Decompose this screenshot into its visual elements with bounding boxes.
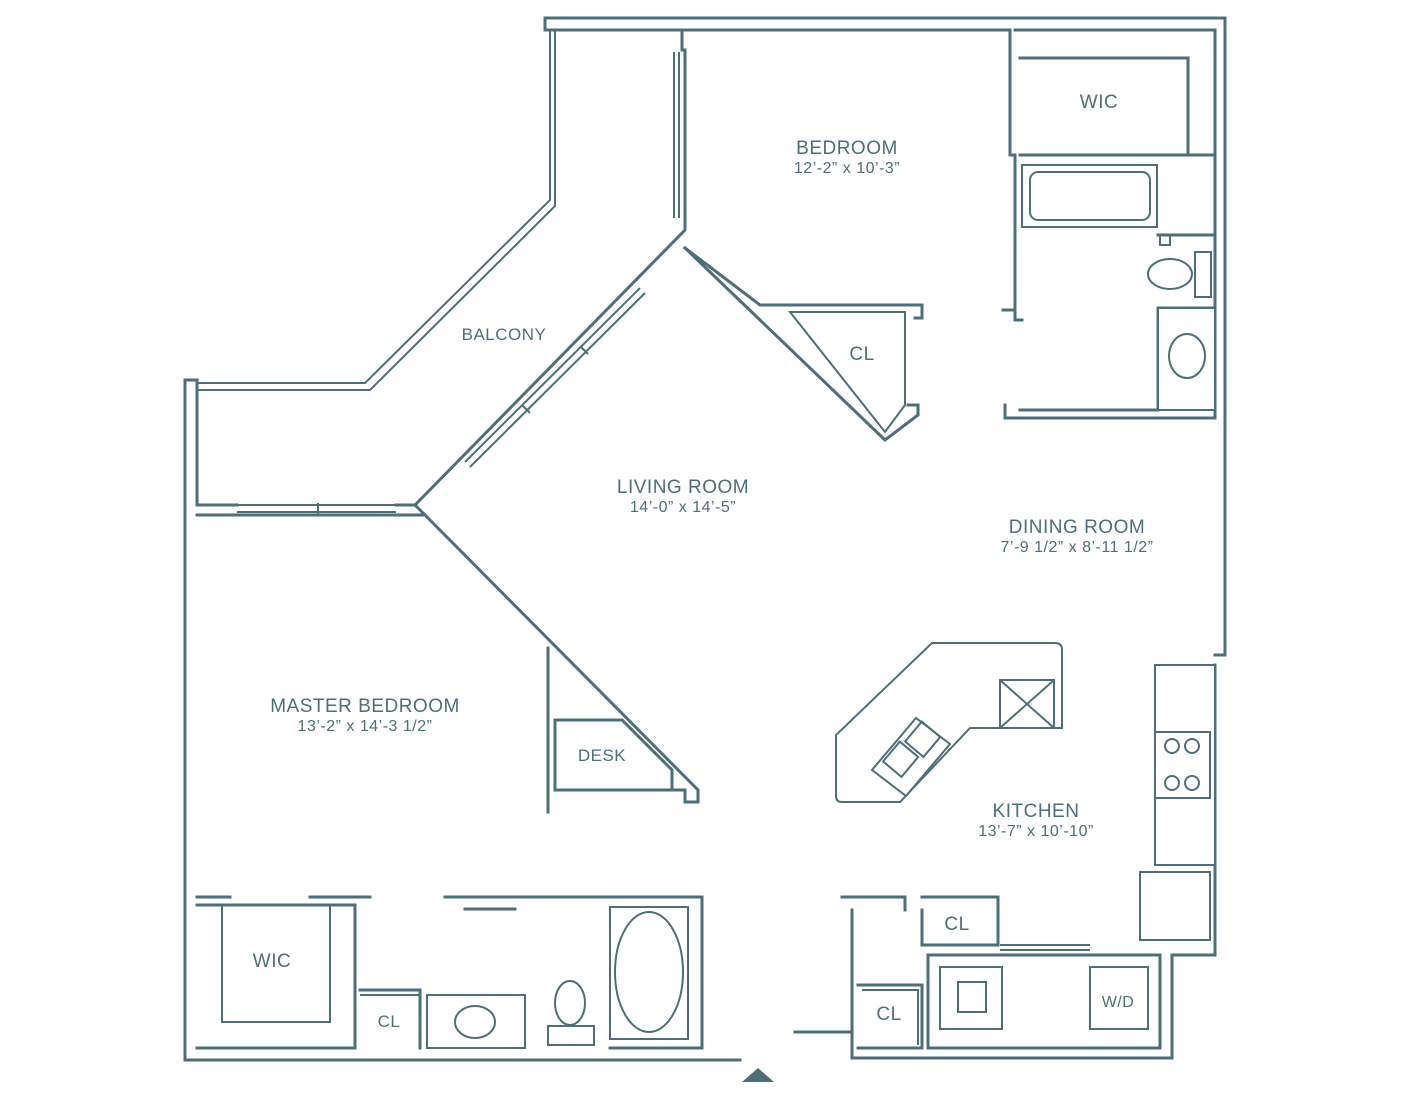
- master-bathtub-icon: [609, 906, 689, 1040]
- living-room-name: LIVING ROOM: [616, 477, 750, 498]
- bedroom-name: BEDROOM: [796, 138, 898, 159]
- wic-bedroom-label: WIC: [1080, 92, 1118, 114]
- kitchen-name: KITCHEN: [992, 801, 1080, 822]
- kitchen-label: KITCHEN 13’-7” x 10’-10”: [978, 801, 1094, 841]
- balcony: [195, 30, 687, 514]
- cl-laundry-text: CL: [876, 1004, 902, 1025]
- cl-master-bath-label: CL: [378, 1011, 401, 1033]
- master-toilet-tank-icon: [547, 1025, 595, 1046]
- bedroom-label: BEDROOM 12’-2” x 10’-3”: [794, 138, 900, 178]
- living-room-label: LIVING ROOM 14’-0” x 14’-5”: [617, 477, 749, 517]
- wd-label: W/D: [1102, 992, 1135, 1014]
- double-sink-icon: [870, 716, 952, 798]
- master-toilet-icon: [554, 980, 586, 1026]
- washer-icon: [939, 966, 1003, 1030]
- closets: [221, 56, 1190, 1045]
- cooktop-marker-icon: [999, 679, 1055, 729]
- exterior-walls: [183, 16, 1227, 1062]
- balcony-label: BALCONY: [462, 324, 547, 346]
- kitchen-island: [835, 642, 1063, 803]
- master-bedroom-label: MASTER BEDROOM 13’-2” x 14’-3 1/2”: [270, 696, 460, 736]
- sink-icon: [1168, 333, 1206, 379]
- cl-hall-text: CL: [944, 914, 970, 935]
- dining-room-name: DINING ROOM: [1008, 517, 1146, 538]
- cl-master-bath-text: CL: [377, 1012, 401, 1031]
- wic-bedroom-text: WIC: [1079, 92, 1119, 113]
- dining-room-dims: 7’-9 1/2” x 8’-11 1/2”: [1000, 539, 1154, 556]
- dining-room-label: DINING ROOM 7’-9 1/2” x 8’-11 1/2”: [1001, 517, 1154, 557]
- master-bedroom-name: MASTER BEDROOM: [270, 696, 460, 717]
- kitchen-fixtures: [835, 642, 1216, 941]
- entry-arrow-icon: [742, 1068, 774, 1082]
- wd-text: W/D: [1101, 994, 1135, 1011]
- cl-laundry-label: CL: [876, 1004, 901, 1026]
- desk-text: DESK: [577, 746, 627, 765]
- living-room-dims: 14’-0” x 14’-5”: [629, 499, 737, 516]
- wic-master-label: WIC: [253, 951, 291, 973]
- desk-label: DESK: [578, 745, 626, 767]
- dryer-icon: [1089, 966, 1149, 1030]
- kitchen-dims: 13’-7” x 10’-10”: [978, 823, 1094, 840]
- cl-bedroom-text: CL: [849, 344, 875, 365]
- cl-hall-label: CL: [944, 914, 969, 936]
- bedroom-dims: 12’-2” x 10’-3”: [793, 160, 901, 177]
- refrigerator-icon: [1139, 871, 1211, 941]
- cl-bedroom-label: CL: [849, 344, 874, 366]
- stove-icon: [1154, 731, 1211, 799]
- master-sink-icon: [454, 1005, 496, 1039]
- master-bedroom-dims: 13’-2” x 14’-3 1/2”: [297, 718, 433, 735]
- toilet-tank-icon: [1194, 251, 1212, 298]
- bath-fixtures: [426, 164, 1216, 1049]
- bathtub-icon: [1021, 164, 1158, 228]
- wic-master-text: WIC: [252, 951, 292, 972]
- toilet-icon: [1147, 258, 1193, 290]
- balcony-text: BALCONY: [461, 325, 547, 344]
